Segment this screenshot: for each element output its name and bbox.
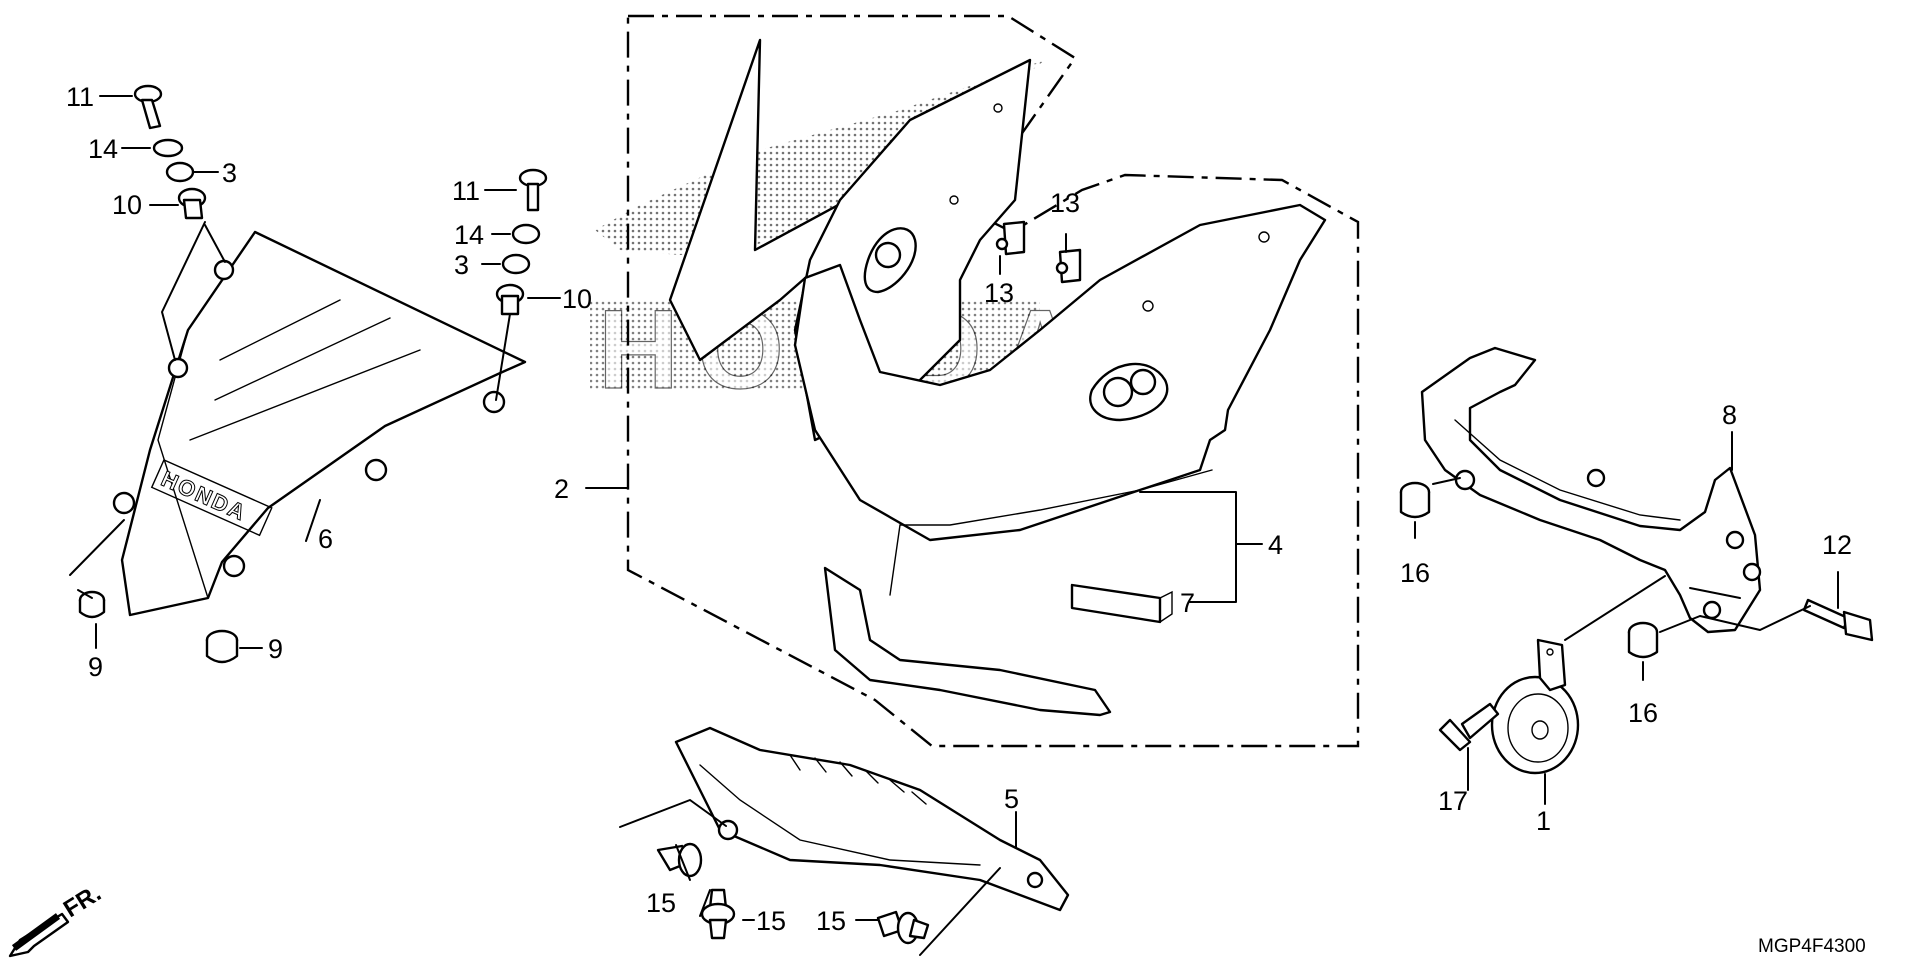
windscreen: HONDA xyxy=(112,230,527,617)
horn xyxy=(1490,638,1580,775)
stay-bracket xyxy=(1420,346,1762,634)
callout-8: 8 xyxy=(1722,400,1737,430)
callout-7: 7 xyxy=(1180,588,1195,618)
assembly-box-upper-cowl xyxy=(626,14,1360,748)
rivet-15-c xyxy=(876,910,930,945)
inner-panel xyxy=(674,726,1070,912)
clip-13-a xyxy=(995,220,1026,256)
callout-6: 6 xyxy=(318,524,333,554)
upper-cowl xyxy=(668,38,1327,717)
callout-13: 13 xyxy=(1050,188,1080,218)
callout-10: 10 xyxy=(112,190,142,220)
front-direction-label: FR. xyxy=(59,880,106,923)
callout-12: 12 xyxy=(1822,530,1852,560)
hardware xyxy=(8,84,1874,958)
bolt-17 xyxy=(1438,702,1500,752)
callout-15: 15 xyxy=(646,888,676,918)
grommet-10-left xyxy=(177,187,207,220)
callout-14: 14 xyxy=(454,220,484,250)
bolt-12 xyxy=(1802,598,1874,642)
rivet-15-a xyxy=(656,842,703,878)
callout-1: 1 xyxy=(1536,806,1551,836)
callout-15: 15 xyxy=(816,906,846,936)
callout-9: 9 xyxy=(88,652,103,682)
callout-9: 9 xyxy=(268,634,283,664)
callout-15: 15 xyxy=(756,906,786,936)
callout-16: 16 xyxy=(1400,558,1430,588)
grommet-16-a xyxy=(1399,481,1431,519)
nut-3-left xyxy=(165,161,195,183)
screw-11-left xyxy=(133,84,163,130)
grommet-16-b xyxy=(1627,621,1659,659)
front-direction-arrow xyxy=(8,912,70,958)
callout-labels: 11 14 3 10 6 9 9 11 14 3 10 2 13 13 4 7 … xyxy=(59,82,1866,957)
callout-11: 11 xyxy=(452,176,480,206)
callout-2: 2 xyxy=(554,474,569,504)
clip-13-b xyxy=(1055,248,1082,284)
rivet-15-b xyxy=(700,888,736,940)
grommet-9-left xyxy=(78,590,106,619)
screw-11-right xyxy=(518,168,548,212)
callout-14: 14 xyxy=(88,134,118,164)
grommet-9-lower xyxy=(205,629,239,664)
callout-17: 17 xyxy=(1438,786,1468,816)
diagram-code: MGP4F4300 xyxy=(1758,936,1866,957)
callout-13: 13 xyxy=(984,278,1014,308)
leader-lines xyxy=(69,95,1839,956)
nut-3-right xyxy=(501,253,531,275)
callout-16: 16 xyxy=(1628,698,1658,728)
callout-10: 10 xyxy=(562,284,592,314)
callout-3: 3 xyxy=(454,250,469,280)
washer-14-left xyxy=(152,138,184,158)
washer-14-right xyxy=(511,223,541,245)
callout-4: 4 xyxy=(1268,530,1283,560)
callout-3: 3 xyxy=(222,158,237,188)
grommet-10-right xyxy=(495,283,525,316)
callout-5: 5 xyxy=(1004,784,1019,814)
cowl-pad xyxy=(1070,583,1173,624)
callout-11: 11 xyxy=(66,82,94,112)
